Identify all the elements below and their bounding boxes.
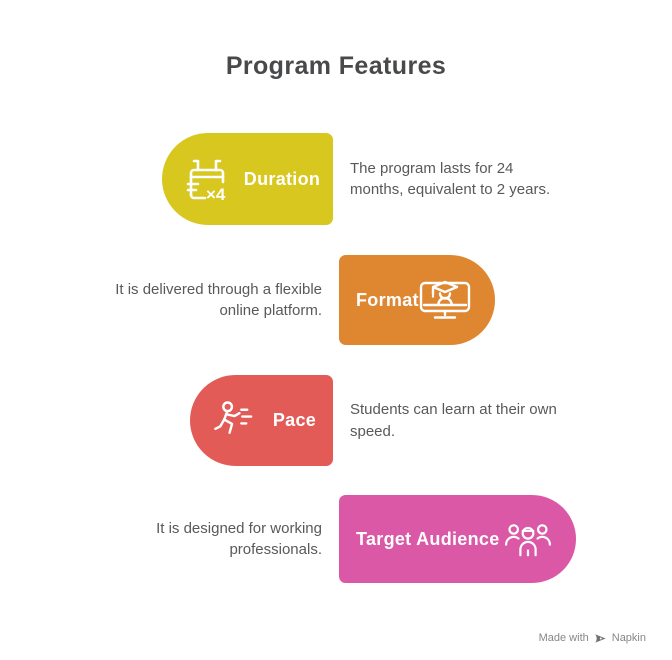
online-learning-monitor-icon xyxy=(419,279,471,321)
watermark-prefix: Made with xyxy=(538,632,589,644)
watermark: Made with Napkin xyxy=(539,632,646,644)
row-text-side: It is delivered through a flexible onlin… xyxy=(0,252,336,348)
target-audience-pill: Target Audience xyxy=(336,492,579,586)
format-description: It is delivered through a flexible onlin… xyxy=(115,280,322,319)
format-label: Format xyxy=(356,289,419,310)
calendar-x4-icon: ×4 xyxy=(183,155,231,203)
duration-label: Duration xyxy=(243,168,321,189)
runner-icon xyxy=(211,398,256,443)
feature-row-duration: ×4 Duration The program lasts for 24 mon… xyxy=(0,130,672,228)
row-text-side: It is designed for working professionals… xyxy=(0,492,336,586)
row-text-side: The program lasts for 24 months, equival… xyxy=(336,130,672,228)
row-pill-side: ×4 Duration xyxy=(0,130,336,228)
duration-description: The program lasts for 24 months, equival… xyxy=(350,159,551,198)
people-group-icon xyxy=(504,519,552,559)
row-pill-side: Pace xyxy=(0,372,336,469)
row-pill-side: Target Audience xyxy=(336,492,672,586)
row-text-side: Students can learn at their own speed. xyxy=(336,372,672,469)
feature-row-pace: Pace Students can learn at their own spe… xyxy=(0,372,672,469)
pen-nib-icon xyxy=(594,633,607,644)
icon-badge-x4: ×4 xyxy=(206,185,226,203)
pace-description: Students can learn at their own speed. xyxy=(350,401,557,440)
target-audience-description: It is designed for working professionals… xyxy=(156,519,322,558)
format-pill: Format xyxy=(336,252,498,348)
pace-label: Pace xyxy=(272,410,317,430)
target-audience-label: Target Audience xyxy=(356,528,500,549)
duration-pill: ×4 Duration xyxy=(159,130,336,228)
page-title: Program Features xyxy=(225,52,447,80)
feature-row-format: It is delivered through a flexible onlin… xyxy=(0,252,672,348)
row-pill-side: Format xyxy=(336,252,672,348)
feature-row-target-audience: It is designed for working professionals… xyxy=(0,492,672,586)
pace-pill: Pace xyxy=(187,372,336,469)
watermark-brand: Napkin xyxy=(611,632,646,644)
